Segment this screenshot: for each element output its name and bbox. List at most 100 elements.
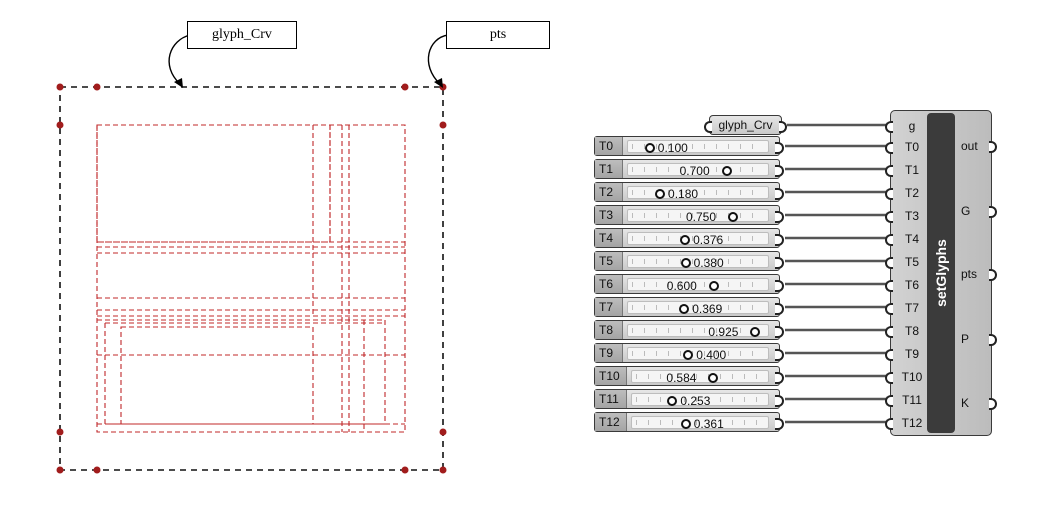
output-param-k[interactable]: K (961, 396, 970, 410)
output-grip-icon[interactable] (775, 418, 784, 430)
input-grip-icon[interactable] (885, 326, 893, 338)
output-grip-icon[interactable] (989, 206, 997, 218)
output-grip-icon[interactable] (775, 326, 784, 338)
slider-track[interactable]: 0.253 (631, 393, 769, 407)
output-param-pts[interactable]: pts (961, 267, 978, 281)
input-grip-icon[interactable] (704, 121, 712, 133)
input-param-t10[interactable]: T10 (901, 370, 923, 384)
output-grip-icon[interactable] (989, 398, 997, 410)
slider-knob-icon[interactable] (680, 258, 691, 268)
slider-knob-icon[interactable] (708, 281, 719, 291)
input-grip-icon[interactable] (885, 303, 893, 315)
input-grip-icon[interactable] (885, 418, 893, 430)
input-param-t11[interactable]: T11 (902, 393, 922, 407)
input-grip-icon[interactable] (885, 349, 893, 361)
output-grip-icon[interactable] (775, 280, 784, 292)
input-grip-icon[interactable] (885, 372, 893, 384)
output-grip-icon[interactable] (775, 234, 784, 246)
output-grip-icon[interactable] (775, 211, 784, 223)
input-grip-icon[interactable] (885, 121, 893, 133)
slider-track[interactable]: 0.750 (627, 209, 769, 224)
output-grip-icon[interactable] (989, 141, 997, 153)
input-param-t9[interactable]: T9 (904, 347, 919, 361)
output-grip-icon[interactable] (779, 121, 787, 133)
slider-knob-icon[interactable] (655, 189, 666, 199)
input-param-g[interactable]: g (908, 119, 916, 133)
input-param-t3[interactable]: T3 (904, 209, 919, 223)
slider-track[interactable]: 0.369 (627, 301, 769, 315)
slider-track[interactable]: 0.380 (627, 255, 769, 269)
slider-knob-icon[interactable] (644, 143, 655, 153)
output-grip-icon[interactable] (775, 142, 784, 154)
input-param-t5[interactable]: T5 (904, 255, 919, 269)
slider-knob-icon[interactable] (708, 373, 719, 383)
slider-value: 0.750 (686, 210, 717, 224)
slider-track[interactable]: 0.400 (627, 347, 769, 361)
input-param-t7[interactable]: T7 (904, 301, 919, 315)
output-grip-icon[interactable] (775, 303, 784, 315)
input-param-t6[interactable]: T6 (904, 278, 919, 292)
slider-track[interactable]: 0.925 (627, 324, 769, 338)
component-title-bar (927, 113, 955, 433)
input-param-t1[interactable]: T1 (904, 163, 919, 177)
input-grip-icon[interactable] (885, 188, 893, 200)
output-grip-icon[interactable] (775, 372, 784, 384)
input-grip-icon[interactable] (885, 395, 893, 407)
outer-frame (59, 86, 444, 471)
output-grip-icon[interactable] (989, 334, 997, 346)
input-grip-icon[interactable] (885, 257, 893, 269)
input-param-t4[interactable]: T4 (904, 232, 919, 246)
output-param-g[interactable]: G (961, 204, 971, 218)
slider-knob-icon[interactable] (750, 327, 761, 337)
input-param-t8[interactable]: T8 (904, 324, 919, 338)
input-grip-icon[interactable] (885, 142, 893, 154)
slider-track[interactable]: 0.600 (627, 278, 769, 292)
slider-knob-icon[interactable] (683, 350, 694, 360)
output-grip-icon[interactable] (989, 269, 997, 281)
slider-knob-icon[interactable] (667, 396, 678, 406)
slider-knob-icon[interactable] (680, 419, 691, 429)
slider-ticks (632, 305, 764, 310)
input-param-t2[interactable]: T2 (904, 186, 919, 200)
input-param-t0[interactable]: T0 (904, 140, 919, 154)
slider-track[interactable]: 0.100 (627, 140, 769, 154)
output-param-p[interactable]: P (961, 332, 970, 346)
slider-track[interactable]: 0.376 (627, 232, 769, 246)
slider-track[interactable]: 0.584 (631, 370, 769, 384)
glyph-crv-param[interactable]: glyph_Crv (704, 115, 787, 135)
input-grip-icon[interactable] (885, 234, 893, 246)
output-param-out[interactable]: out (961, 139, 978, 153)
slider-knob-icon[interactable] (679, 304, 690, 314)
input-grip-icon[interactable] (885, 280, 893, 292)
output-grip-icon[interactable] (775, 188, 784, 200)
slider-ticks (632, 236, 764, 241)
slider-knob-icon[interactable] (680, 235, 691, 245)
output-grip-icon[interactable] (775, 395, 784, 407)
slider-knob-icon[interactable] (728, 212, 738, 222)
slider-knob-icon[interactable] (721, 166, 732, 176)
arrowhead-icon (434, 78, 443, 88)
output-grip-icon[interactable] (775, 165, 784, 177)
slider-track[interactable]: 0.361 (631, 416, 769, 430)
input-grip-icon[interactable] (885, 211, 893, 223)
slider-track[interactable]: 0.180 (627, 186, 769, 200)
input-param-t12[interactable]: T12 (901, 416, 923, 430)
output-grip-icon[interactable] (775, 257, 784, 269)
output-grip-icon[interactable] (775, 349, 784, 361)
input-grip-icon[interactable] (885, 165, 893, 177)
slider-track[interactable]: 0.700 (627, 163, 769, 177)
